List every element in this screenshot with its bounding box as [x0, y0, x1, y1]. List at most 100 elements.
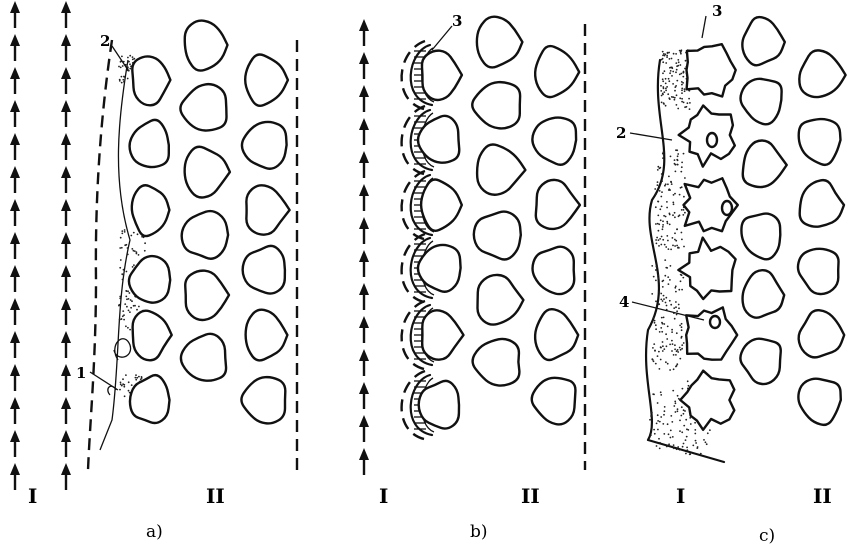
- stipple-dot: [129, 67, 132, 70]
- flow-arrow-head: [61, 1, 71, 13]
- flow-arrow-head: [10, 331, 20, 343]
- stipple-dot: [123, 395, 126, 398]
- grain: [244, 53, 290, 107]
- stipple-dot: [664, 104, 667, 107]
- stipple-dot: [672, 244, 674, 247]
- grain: [128, 118, 170, 169]
- stipple-dot: [666, 338, 669, 340]
- stipple-dot: [657, 239, 660, 242]
- stipple-dot: [662, 72, 664, 75]
- flow-arrow-head: [10, 430, 20, 442]
- stipple-dot: [662, 157, 664, 160]
- stipple-dot: [666, 86, 668, 88]
- stipple-dot: [674, 348, 676, 351]
- stipple-dot: [682, 101, 685, 104]
- stipple-dot: [119, 236, 122, 239]
- stipple-dot: [666, 235, 669, 237]
- stipple-dot: [679, 273, 682, 276]
- stipple-dot: [655, 265, 658, 268]
- stipple-dot: [661, 341, 664, 343]
- stipple-dot: [668, 299, 671, 302]
- stipple-dot: [674, 170, 677, 173]
- stipple-dot: [679, 97, 682, 100]
- grain: [127, 254, 172, 304]
- stipple-dot: [652, 347, 654, 349]
- stipple-dot: [680, 326, 683, 329]
- stipple-dot: [665, 246, 668, 248]
- flow-arrow-head: [10, 34, 20, 46]
- stipple-dot: [127, 298, 130, 300]
- stipple-dot: [671, 350, 673, 352]
- grain: [534, 178, 582, 231]
- stipple-dot: [119, 381, 122, 384]
- stipple-dot: [673, 405, 676, 407]
- stipple-dot: [674, 216, 676, 219]
- outer-dashed-front: [400, 39, 426, 111]
- stipple-dot: [666, 267, 669, 269]
- stipple-dot: [676, 158, 679, 161]
- stipple-dot: [660, 101, 663, 104]
- flow-arrow-head: [10, 67, 20, 79]
- stipple-dot: [674, 192, 676, 195]
- stipple-dot: [139, 378, 142, 381]
- stipple-dot: [127, 309, 130, 312]
- grain: [741, 139, 788, 189]
- stipple-dot: [685, 435, 688, 438]
- stipple-dot: [664, 215, 667, 218]
- stipple-dot: [659, 238, 661, 240]
- stipple-dot: [127, 56, 129, 59]
- stipple-dot: [669, 265, 672, 267]
- stipple-dot: [682, 70, 685, 73]
- stipple-dot: [662, 54, 664, 57]
- stipple-dot: [671, 75, 673, 77]
- stipple-dot: [709, 429, 711, 431]
- stipple-dot: [127, 60, 130, 63]
- stipple-dot: [651, 411, 653, 414]
- grain: [533, 44, 581, 99]
- stipple-dot: [658, 437, 660, 440]
- stipple-dot: [676, 363, 679, 366]
- stipple-dot: [665, 445, 668, 448]
- stipple-dot: [659, 358, 662, 361]
- stipple-dot: [679, 419, 681, 422]
- grain: [679, 369, 736, 431]
- stipple-dot: [126, 247, 129, 249]
- stipple-dot: [118, 78, 121, 81]
- stipple-dot: [703, 439, 705, 441]
- stipple-dot: [689, 417, 692, 419]
- stipple-dot: [662, 238, 665, 241]
- stipple-dot: [655, 223, 657, 225]
- stipple-dot: [678, 73, 681, 76]
- stipple-dot: [654, 206, 657, 209]
- stipple-dot: [672, 368, 675, 371]
- outer-dashed-front: [400, 169, 426, 241]
- callout-c4: 4: [619, 293, 629, 311]
- stipple-dot: [656, 169, 659, 171]
- stipple-dot: [675, 313, 678, 316]
- stipple-dot: [683, 88, 686, 90]
- stipple-dot: [680, 166, 683, 169]
- stipple-dot: [676, 349, 679, 351]
- stipple-dot: [125, 295, 128, 298]
- grain: [241, 244, 287, 295]
- stipple-dot: [133, 250, 136, 253]
- stipple-dot: [651, 358, 654, 361]
- stipple-dot: [669, 155, 672, 158]
- stipple-dot: [659, 346, 662, 349]
- stipple-dot: [676, 163, 679, 166]
- stipple-dot: [663, 348, 666, 350]
- hatched-layer-outer: [409, 373, 434, 437]
- grain: [533, 308, 580, 362]
- stipple-dot: [126, 77, 129, 80]
- stipple-dot: [673, 98, 676, 101]
- stipple-dot: [658, 167, 661, 170]
- stipple-dot: [660, 205, 663, 208]
- stipple-dot: [656, 355, 659, 357]
- flow-arrow-head: [10, 298, 20, 310]
- grain: [130, 184, 171, 238]
- stipple-dot: [668, 58, 671, 60]
- stipple-dot: [678, 448, 681, 451]
- stipple-dot: [125, 374, 127, 376]
- stipple-dot: [122, 378, 124, 381]
- grain: [471, 337, 521, 387]
